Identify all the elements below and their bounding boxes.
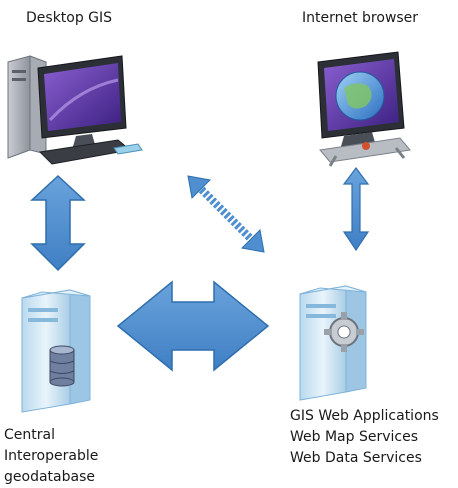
browser-computer-icon — [317, 51, 411, 167]
gear-icon — [324, 312, 364, 352]
web-server-icon — [299, 285, 367, 401]
central-geodatabase-line-2: Interoperable — [4, 448, 99, 464]
web-services-line-2: Web Map Services — [290, 429, 419, 445]
arrow-desktop-geodatabase — [30, 174, 86, 272]
central-geodatabase-label: Central Interoperable geodatabase — [4, 425, 98, 488]
database-server-icon — [21, 289, 91, 413]
arrow-browser-webserver — [342, 167, 370, 252]
arrow-desktop-webserver-dashed — [187, 175, 265, 253]
web-services-line-1: GIS Web Applications — [290, 408, 439, 424]
web-services-label: GIS Web Applications Web Map Services We… — [290, 406, 439, 469]
web-services-line-3: Web Data Services — [290, 450, 422, 466]
central-geodatabase-line-3: geodatabase — [4, 469, 95, 485]
database-cylinder-icon — [49, 345, 75, 387]
desktop-computer-icon — [7, 55, 143, 165]
arrow-geodatabase-webserver — [116, 280, 270, 372]
desktop-gis-label: Desktop GIS — [26, 10, 113, 26]
central-geodatabase-line-1: Central — [4, 427, 55, 443]
internet-browser-label: Internet browser — [302, 10, 419, 26]
